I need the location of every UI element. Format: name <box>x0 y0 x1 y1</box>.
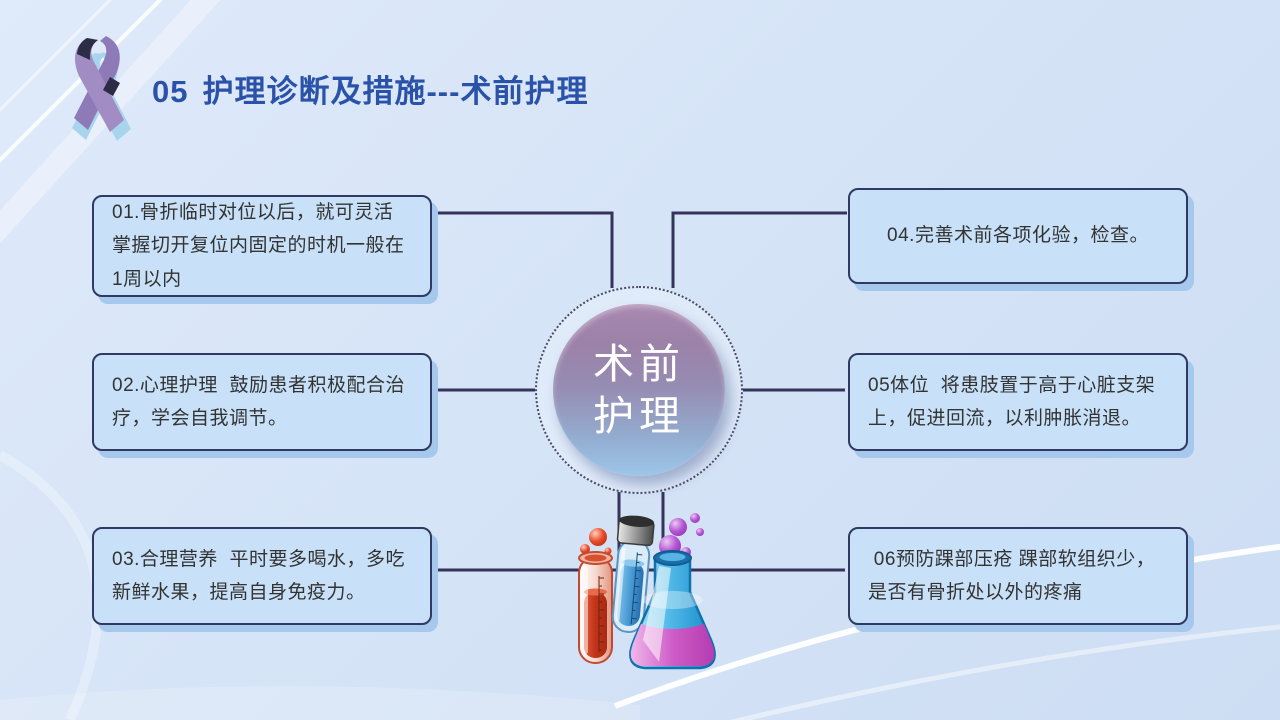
lab-glassware-icon <box>578 513 716 670</box>
info-box-05-text: 05体位 将患肢置于高于心脏支架上，促进回流，以利肿胀消退。 <box>868 374 1156 429</box>
info-box-04-text: 04.完善术前各项化验，检查。 <box>887 225 1149 247</box>
info-box-01: 01.骨折临时对位以后，就可灵活掌握切开复位内固定的时机一般在1周以内 <box>92 195 432 297</box>
info-box-04: 04.完善术前各项化验，检查。 <box>848 188 1188 284</box>
info-box-06: 06预防踝部压疮 踝部软组织少，是否有骨折处以外的疼痛 <box>848 527 1188 625</box>
section-number: 05 <box>152 74 189 109</box>
info-box-03: 03.合理营养 平时要多喝水，多吃新鲜水果，提高自身免疫力。 <box>92 527 432 625</box>
info-box-02: 02.心理护理 鼓励患者积极配合治疗，学会自我调节。 <box>92 353 432 451</box>
section-title: 护理诊断及措施---术前护理 <box>202 74 589 109</box>
awareness-ribbon-icon <box>72 36 131 141</box>
erlenmeyer-flask <box>629 550 716 670</box>
hub-label: 术前 护理 <box>593 340 685 439</box>
info-box-06-text: 06预防踝部压疮 踝部软组织少，是否有骨折处以外的疼痛 <box>868 548 1156 603</box>
red-test-tube <box>578 551 613 664</box>
capped-test-tube <box>611 515 655 633</box>
page-title: 05 护理诊断及措施---术前护理 <box>152 66 588 111</box>
hub-circle: 术前 护理 <box>553 304 725 476</box>
info-box-05: 05体位 将患肢置于高于心脏支架上，促进回流，以利肿胀消退。 <box>848 353 1188 451</box>
info-box-01-text: 01.骨折临时对位以后，就可灵活掌握切开复位内固定的时机一般在1周以内 <box>112 202 405 290</box>
info-box-03-text: 03.合理营养 平时要多喝水，多吃新鲜水果，提高自身免疫力。 <box>112 548 405 603</box>
info-box-02-text: 02.心理护理 鼓励患者积极配合治疗，学会自我调节。 <box>112 374 405 429</box>
